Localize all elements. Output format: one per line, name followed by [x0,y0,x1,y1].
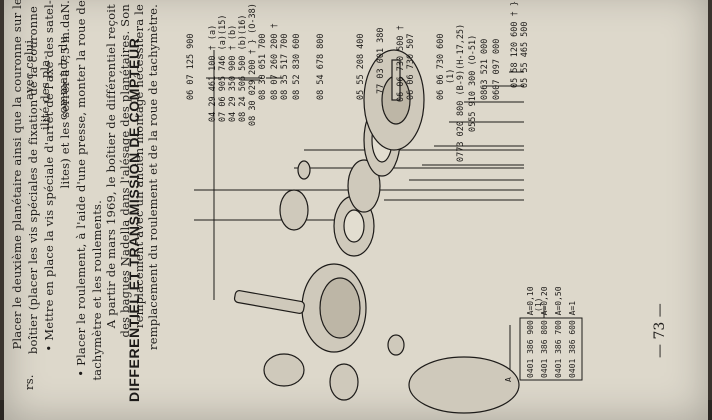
part-ref: 08 24 506 500 (b)(16) [238,14,248,122]
part-ref: 06 06 730 500 † [396,25,406,102]
part-ref: 08 30 029 200 † } (O-38) [248,3,258,126]
part-ref: 08 52 830 600 [292,33,302,100]
part-ref: 08 35 517 700 [280,33,290,100]
satellite-pin [233,290,305,314]
shim-row: 0401 386 900 A=0,10 [526,286,535,378]
crown-wheel [408,356,520,414]
manual-page: ilité des pla- commande du rs. avec celu… [4,0,708,420]
part-ref: 0607 097 000 [492,38,502,100]
pinion [279,189,309,231]
part-ref: 08 30 051 700 [258,33,268,100]
exploded-diagram [194,49,583,414]
shim-table-frame [519,317,583,381]
shim-row: 0401 386 800 A=0,20 [540,286,549,378]
part-ref: 05 55 208 400 [356,33,366,100]
part-ref: 08 07 260 200 † [270,23,280,100]
part-ref: 04 29 461 100 † (a) [208,24,218,122]
washer [297,160,311,180]
part-ref: 06 06 730 507 [406,33,416,100]
gear [263,353,305,387]
shim-row: 0401 386 700 A=0,50 [554,286,563,378]
part-ref: 06 07 125 900 [186,33,196,100]
shim-row: 0401 386 600 A=1 [568,300,577,378]
shim-table-label: A [504,377,513,382]
part-ref: 05 55 465 500 [520,21,530,88]
washer [387,334,405,356]
part-ref: 0863 521 000 [480,38,490,100]
part-ref: (1) [446,68,456,84]
gear [329,363,359,401]
part-ref: 05 58 120 600 † } (O-16) [510,0,520,88]
part-ref: 06 06 730 600 [436,33,446,100]
part-ref: 0773 020 800 (B-9)(H-17,25) [456,23,466,162]
part-ref: 04 29 350 900 † (b) [228,24,238,122]
page-number: — 73 — [652,303,668,358]
part-ref: 77 03 001 380 [376,27,386,94]
part-ref: 0555 910 300 (O-51) [468,34,478,132]
part-ref: 07 06 905 746 (a)(15) [218,14,228,122]
part-ref: 08 54 678 800 [316,33,326,100]
stud [391,59,401,101]
gear [347,159,381,213]
